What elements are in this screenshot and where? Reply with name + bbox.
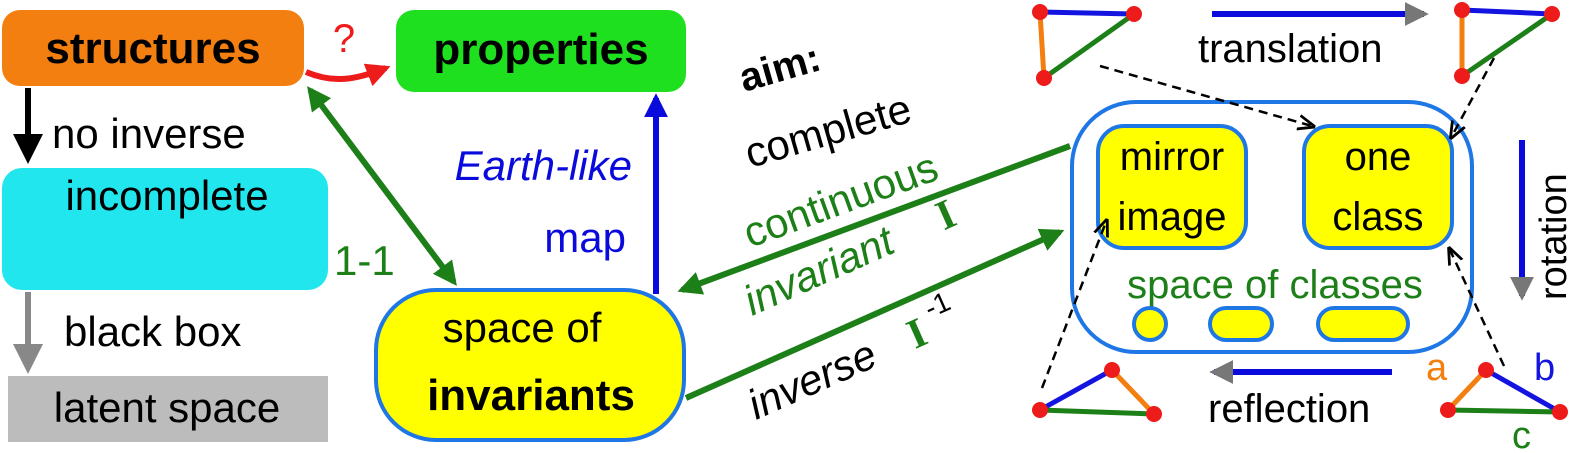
question-mark: ? [333, 17, 355, 61]
arrow-structures-invariants-bijection [307, 86, 457, 286]
no-inverse-label: no inverse [52, 110, 246, 157]
properties-label: properties [433, 25, 648, 74]
space-of-label: space of [443, 304, 602, 351]
incomplete-descriptors-box [2, 168, 328, 290]
mirror-label: mirror [1120, 135, 1224, 179]
black-box-label: black box [64, 308, 241, 355]
map-label: map [544, 214, 626, 261]
aim-label: aim: [734, 36, 825, 101]
dashed-arrow-top-left-to-one-class [1099, 64, 1312, 126]
class-label: class [1332, 195, 1423, 239]
class-blob-small [1132, 306, 1168, 342]
image-label: image [1118, 195, 1227, 239]
invariants-label: invariants [427, 371, 635, 420]
one-class-box [1302, 124, 1454, 250]
question-arrow [304, 63, 391, 87]
triangle-bottom-right [1440, 362, 1568, 420]
structures-box [2, 10, 304, 86]
side-a-label: a [1426, 347, 1448, 389]
properties-box [396, 10, 686, 92]
translation-label: translation [1198, 27, 1383, 71]
one-label: one [1345, 135, 1412, 179]
invariant-symbol: I [929, 191, 963, 240]
triangle-top-right [1454, 2, 1560, 84]
rotation-label: rotation [1533, 173, 1575, 300]
side-b-label: b [1534, 347, 1555, 389]
space-of-invariants-box [374, 288, 686, 442]
dashed-arrow-bottom-right-to-one-class [1450, 250, 1506, 367]
structures-label: structures [45, 24, 260, 73]
class-blob-large [1316, 306, 1410, 342]
arrow-classes-to-invariants [677, 143, 1072, 295]
side-c-label: c [1512, 415, 1531, 453]
mirror-image-box [1096, 124, 1248, 250]
triangle-top-left [1032, 4, 1142, 86]
earth-like-label: Earth-like [455, 142, 632, 189]
space-of-classes-label: space of classes [1127, 263, 1423, 307]
triangle-bottom-left [1032, 362, 1162, 422]
reflection-label: reflection [1208, 387, 1370, 431]
latent-space-label: latent space [54, 384, 281, 431]
class-blob-medium [1208, 306, 1274, 342]
incomplete-label: incomplete [65, 172, 268, 219]
one-to-one-label: 1-1 [334, 237, 395, 284]
arrow-invariants-to-classes [684, 228, 1065, 401]
latent-space-box [8, 376, 328, 442]
